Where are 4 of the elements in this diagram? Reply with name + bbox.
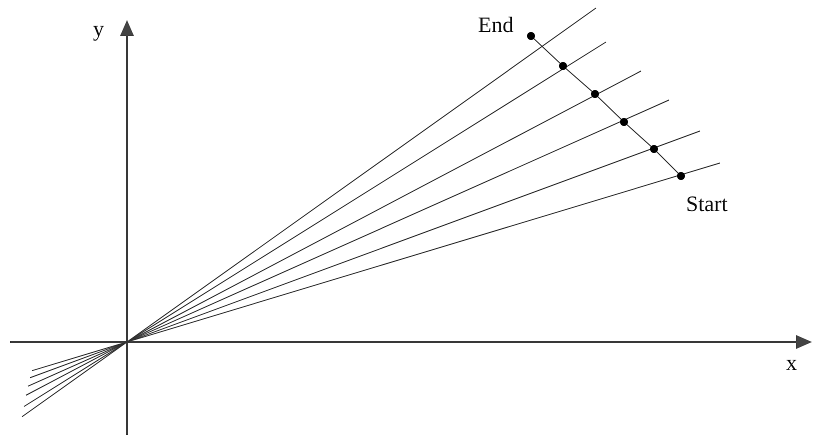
point-label: Start [686, 193, 728, 215]
axis-label: x [786, 352, 797, 374]
point-label: End [478, 14, 514, 36]
axis-label: y [93, 18, 104, 40]
